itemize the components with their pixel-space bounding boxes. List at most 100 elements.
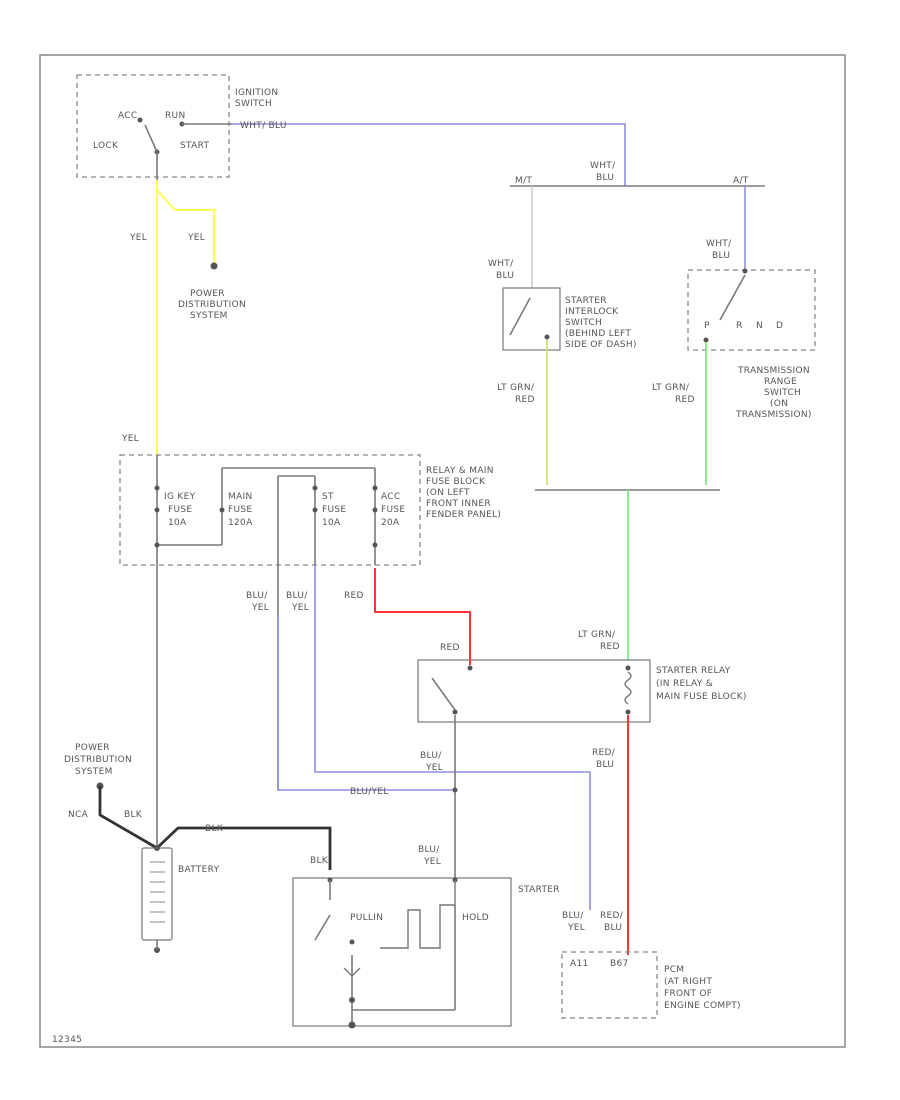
lt-grn-label-2: LT GRN/ (652, 383, 690, 393)
svg-text:YEL: YEL (567, 923, 585, 933)
battery: POWER DISTRIBUTION SYSTEM NCA BLK BLK BL… (64, 590, 332, 953)
svg-text:D: D (776, 321, 783, 331)
power-dist-1-line1: POWER (190, 289, 225, 299)
svg-text:120A: 120A (228, 518, 253, 528)
svg-text:(AT RIGHT: (AT RIGHT (664, 977, 712, 987)
svg-text:BLU: BLU (604, 923, 622, 933)
svg-text:BATTERY: BATTERY (178, 865, 220, 875)
blu-yel-label-1a: BLU/ (246, 591, 268, 601)
svg-text:10A: 10A (168, 518, 187, 528)
starter: BLU/ YEL STARTER PULLIN HOLD (292, 845, 560, 1029)
svg-text:DISTRIBUTION: DISTRIBUTION (64, 755, 132, 765)
svg-text:BLU/: BLU/ (418, 845, 440, 855)
svg-text:BLU: BLU (496, 271, 514, 281)
ignition-switch-label-2: SWITCH (235, 99, 272, 109)
svg-text:R: R (736, 321, 743, 331)
svg-text:BLK: BLK (124, 810, 143, 820)
relay-main-fuse-block: RELAY & MAIN FUSE BLOCK (ON LEFT FRONT I… (119, 454, 501, 790)
svg-text:SIDE OF DASH): SIDE OF DASH) (565, 340, 637, 350)
blu-yel-joint-label: BLU/YEL (350, 787, 389, 797)
wire-blu-yel-1 (277, 615, 455, 791)
svg-text:FUSE: FUSE (168, 505, 192, 515)
yel-label-3: YEL (121, 434, 139, 444)
pcm: BLU/ YEL RED/ BLU A11 B67 PCM (AT RIGHT … (561, 911, 741, 1019)
blu-yel-label-2a: BLU/ (286, 591, 308, 601)
diagram-frame (39, 54, 846, 1048)
blu-label-relay: BLU/ (420, 751, 442, 761)
svg-text:INTERLOCK: INTERLOCK (565, 307, 619, 317)
svg-text:YEL: YEL (423, 857, 441, 867)
svg-text:FUSE: FUSE (322, 505, 346, 515)
svg-text:B67: B67 (610, 959, 629, 969)
svg-text:(BEHIND LEFT: (BEHIND LEFT (565, 329, 631, 339)
blu-yel-label-1b: YEL (251, 603, 269, 613)
starter-interlock-switch: WHT/ BLU STARTER INTERLOCK SWITCH (BEHIN… (488, 259, 637, 485)
start-label: START (180, 141, 209, 151)
svg-text:NCA: NCA (68, 810, 89, 820)
at-label: A/T (733, 176, 749, 186)
transmission-range-switch: WHT/ BLU P R N D TRANSMISSION RANGE SWIT… (687, 239, 816, 485)
svg-text:N: N (756, 321, 763, 331)
svg-text:A11: A11 (570, 959, 589, 969)
svg-text:FUSE: FUSE (381, 505, 405, 515)
svg-text:(ON: (ON (770, 399, 788, 409)
svg-text:SWITCH: SWITCH (565, 318, 602, 328)
svg-text:WHT/: WHT/ (488, 259, 514, 269)
svg-text:(IN RELAY &: (IN RELAY & (656, 679, 713, 689)
svg-text:TRANSMISSION): TRANSMISSION) (735, 410, 812, 420)
wire-red-acc (374, 568, 471, 665)
svg-text:BLK: BLK (205, 824, 224, 834)
svg-text:RANGE: RANGE (764, 377, 797, 387)
svg-text:SYSTEM: SYSTEM (75, 767, 113, 777)
svg-text:RED/: RED/ (600, 911, 624, 921)
ignition-switch-label-1: IGNITION (235, 88, 278, 98)
svg-text:BLU/: BLU/ (562, 911, 584, 921)
svg-text:LT GRN/: LT GRN/ (578, 630, 616, 640)
blu-label-red: BLU (596, 760, 614, 770)
svg-text:FRONT OF: FRONT OF (664, 989, 712, 999)
svg-text:RED: RED (600, 642, 620, 652)
svg-text:WHT/: WHT/ (706, 239, 732, 249)
yel-label-relay: YEL (425, 763, 443, 773)
svg-text:20A: 20A (381, 518, 400, 528)
svg-text:STARTER: STARTER (518, 885, 560, 895)
wire-yel-branch (156, 189, 215, 265)
power-dist-connector-1 (210, 262, 218, 270)
red-label-2: RED (675, 395, 695, 405)
svg-text:MAIN FUSE BLOCK): MAIN FUSE BLOCK) (656, 692, 747, 702)
svg-text:TRANSMISSION: TRANSMISSION (737, 366, 810, 376)
blu-label-top: BLU (596, 173, 614, 183)
svg-text:P: P (704, 321, 710, 331)
yel-label-1: YEL (129, 233, 147, 243)
svg-text:BLK: BLK (310, 856, 329, 866)
svg-text:IG KEY: IG KEY (164, 492, 196, 502)
svg-text:RED: RED (440, 643, 460, 653)
red-slash-label: RED/ (592, 748, 616, 758)
svg-text:MAIN: MAIN (228, 492, 253, 502)
wire-blu-yel-2 (314, 565, 591, 910)
svg-text:ENGINE COMPT): ENGINE COMPT) (664, 1001, 741, 1011)
svg-text:HOLD: HOLD (462, 913, 489, 923)
lt-grn-label-1: LT GRN/ (497, 383, 535, 393)
svg-text:POWER: POWER (75, 743, 110, 753)
wire-wht-blu-top (232, 123, 626, 186)
acc-label: ACC (118, 111, 137, 121)
diagram-id: 12345 (52, 1035, 82, 1045)
svg-text:10A: 10A (322, 518, 341, 528)
svg-text:STARTER: STARTER (565, 296, 607, 306)
svg-text:FUSE: FUSE (228, 505, 252, 515)
ignition-switch: IGNITION SWITCH ACC RUN LOCK START (76, 74, 278, 180)
run-label: RUN (165, 111, 185, 121)
svg-text:PULLIN: PULLIN (350, 913, 383, 923)
starter-relay: RED LT GRN/ RED STARTER RELAY (IN RELAY … (417, 630, 747, 723)
red-label-1: RED (515, 395, 535, 405)
svg-text:PCM: PCM (664, 965, 684, 975)
blu-yel-label-2b: YEL (291, 603, 309, 613)
svg-text:ACC: ACC (381, 492, 400, 502)
power-dist-1-line3: SYSTEM (190, 311, 228, 321)
svg-text:FRONT INNER: FRONT INNER (426, 499, 491, 509)
wht-label-top: WHT/ (590, 161, 616, 171)
svg-text:RELAY & MAIN: RELAY & MAIN (426, 466, 494, 476)
svg-text:(ON LEFT: (ON LEFT (426, 488, 470, 498)
